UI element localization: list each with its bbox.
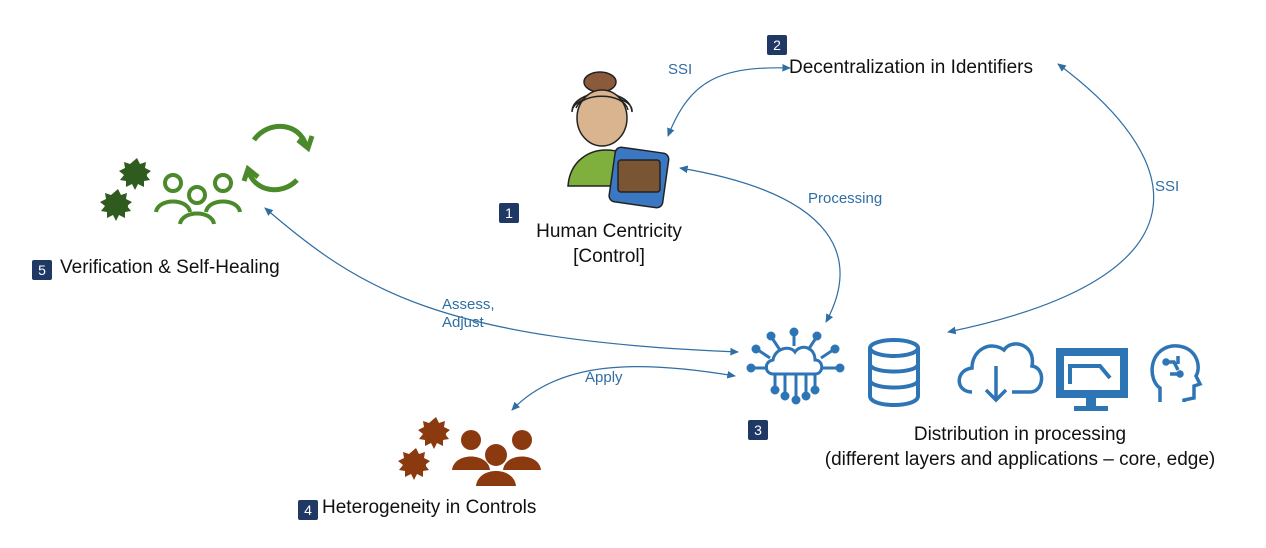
edge-assess-verification-distribution [264, 207, 739, 356]
edge-label-ssi-left: SSI [668, 61, 693, 78]
edge-label-ssi-right: SSI [1155, 178, 1180, 195]
distribution-label: Distribution in processing [913, 424, 1127, 445]
database-icon [868, 338, 920, 407]
decentralization-label: Decentralization in Identifiers [789, 57, 1033, 78]
badge-5: 5 [32, 260, 52, 280]
gears-team-icon [100, 158, 242, 225]
verification-label: Verification & Self-Healing [60, 257, 280, 278]
human-centricity-label: Human Centricity [536, 221, 682, 242]
edge-label-processing: Processing [808, 190, 883, 207]
badge-4: 4 [298, 500, 318, 520]
human-centricity-sub: [Control] [573, 246, 645, 267]
edge-ssi-human-decentral [667, 63, 791, 137]
edge-label-adjust: Adjust [442, 314, 484, 331]
cloud-download-icon [957, 342, 1044, 403]
edge-processing-human-distribution [679, 165, 841, 323]
person-wallet-icon [567, 71, 670, 209]
badge-1: 1 [499, 203, 519, 223]
badge-3: 3 [748, 420, 768, 440]
edge-apply-heterogeneity-distribution [511, 365, 736, 411]
distribution-sub: (different layers and applications – cor… [824, 449, 1216, 470]
gears-team-icon [398, 417, 541, 486]
edge-label-assess: Assess, [442, 296, 495, 313]
cloud-network-icon [746, 327, 845, 405]
badge-2: 2 [767, 35, 787, 55]
monitor-icon [1056, 348, 1128, 411]
heterogeneity-label: Heterogeneity in Controls [322, 497, 537, 518]
edge-ssi-decentral-distribution [947, 63, 1155, 335]
head-ai-icon [1150, 344, 1203, 402]
refresh-cycle-icon [241, 124, 315, 193]
edge-label-apply: Apply [585, 369, 623, 386]
